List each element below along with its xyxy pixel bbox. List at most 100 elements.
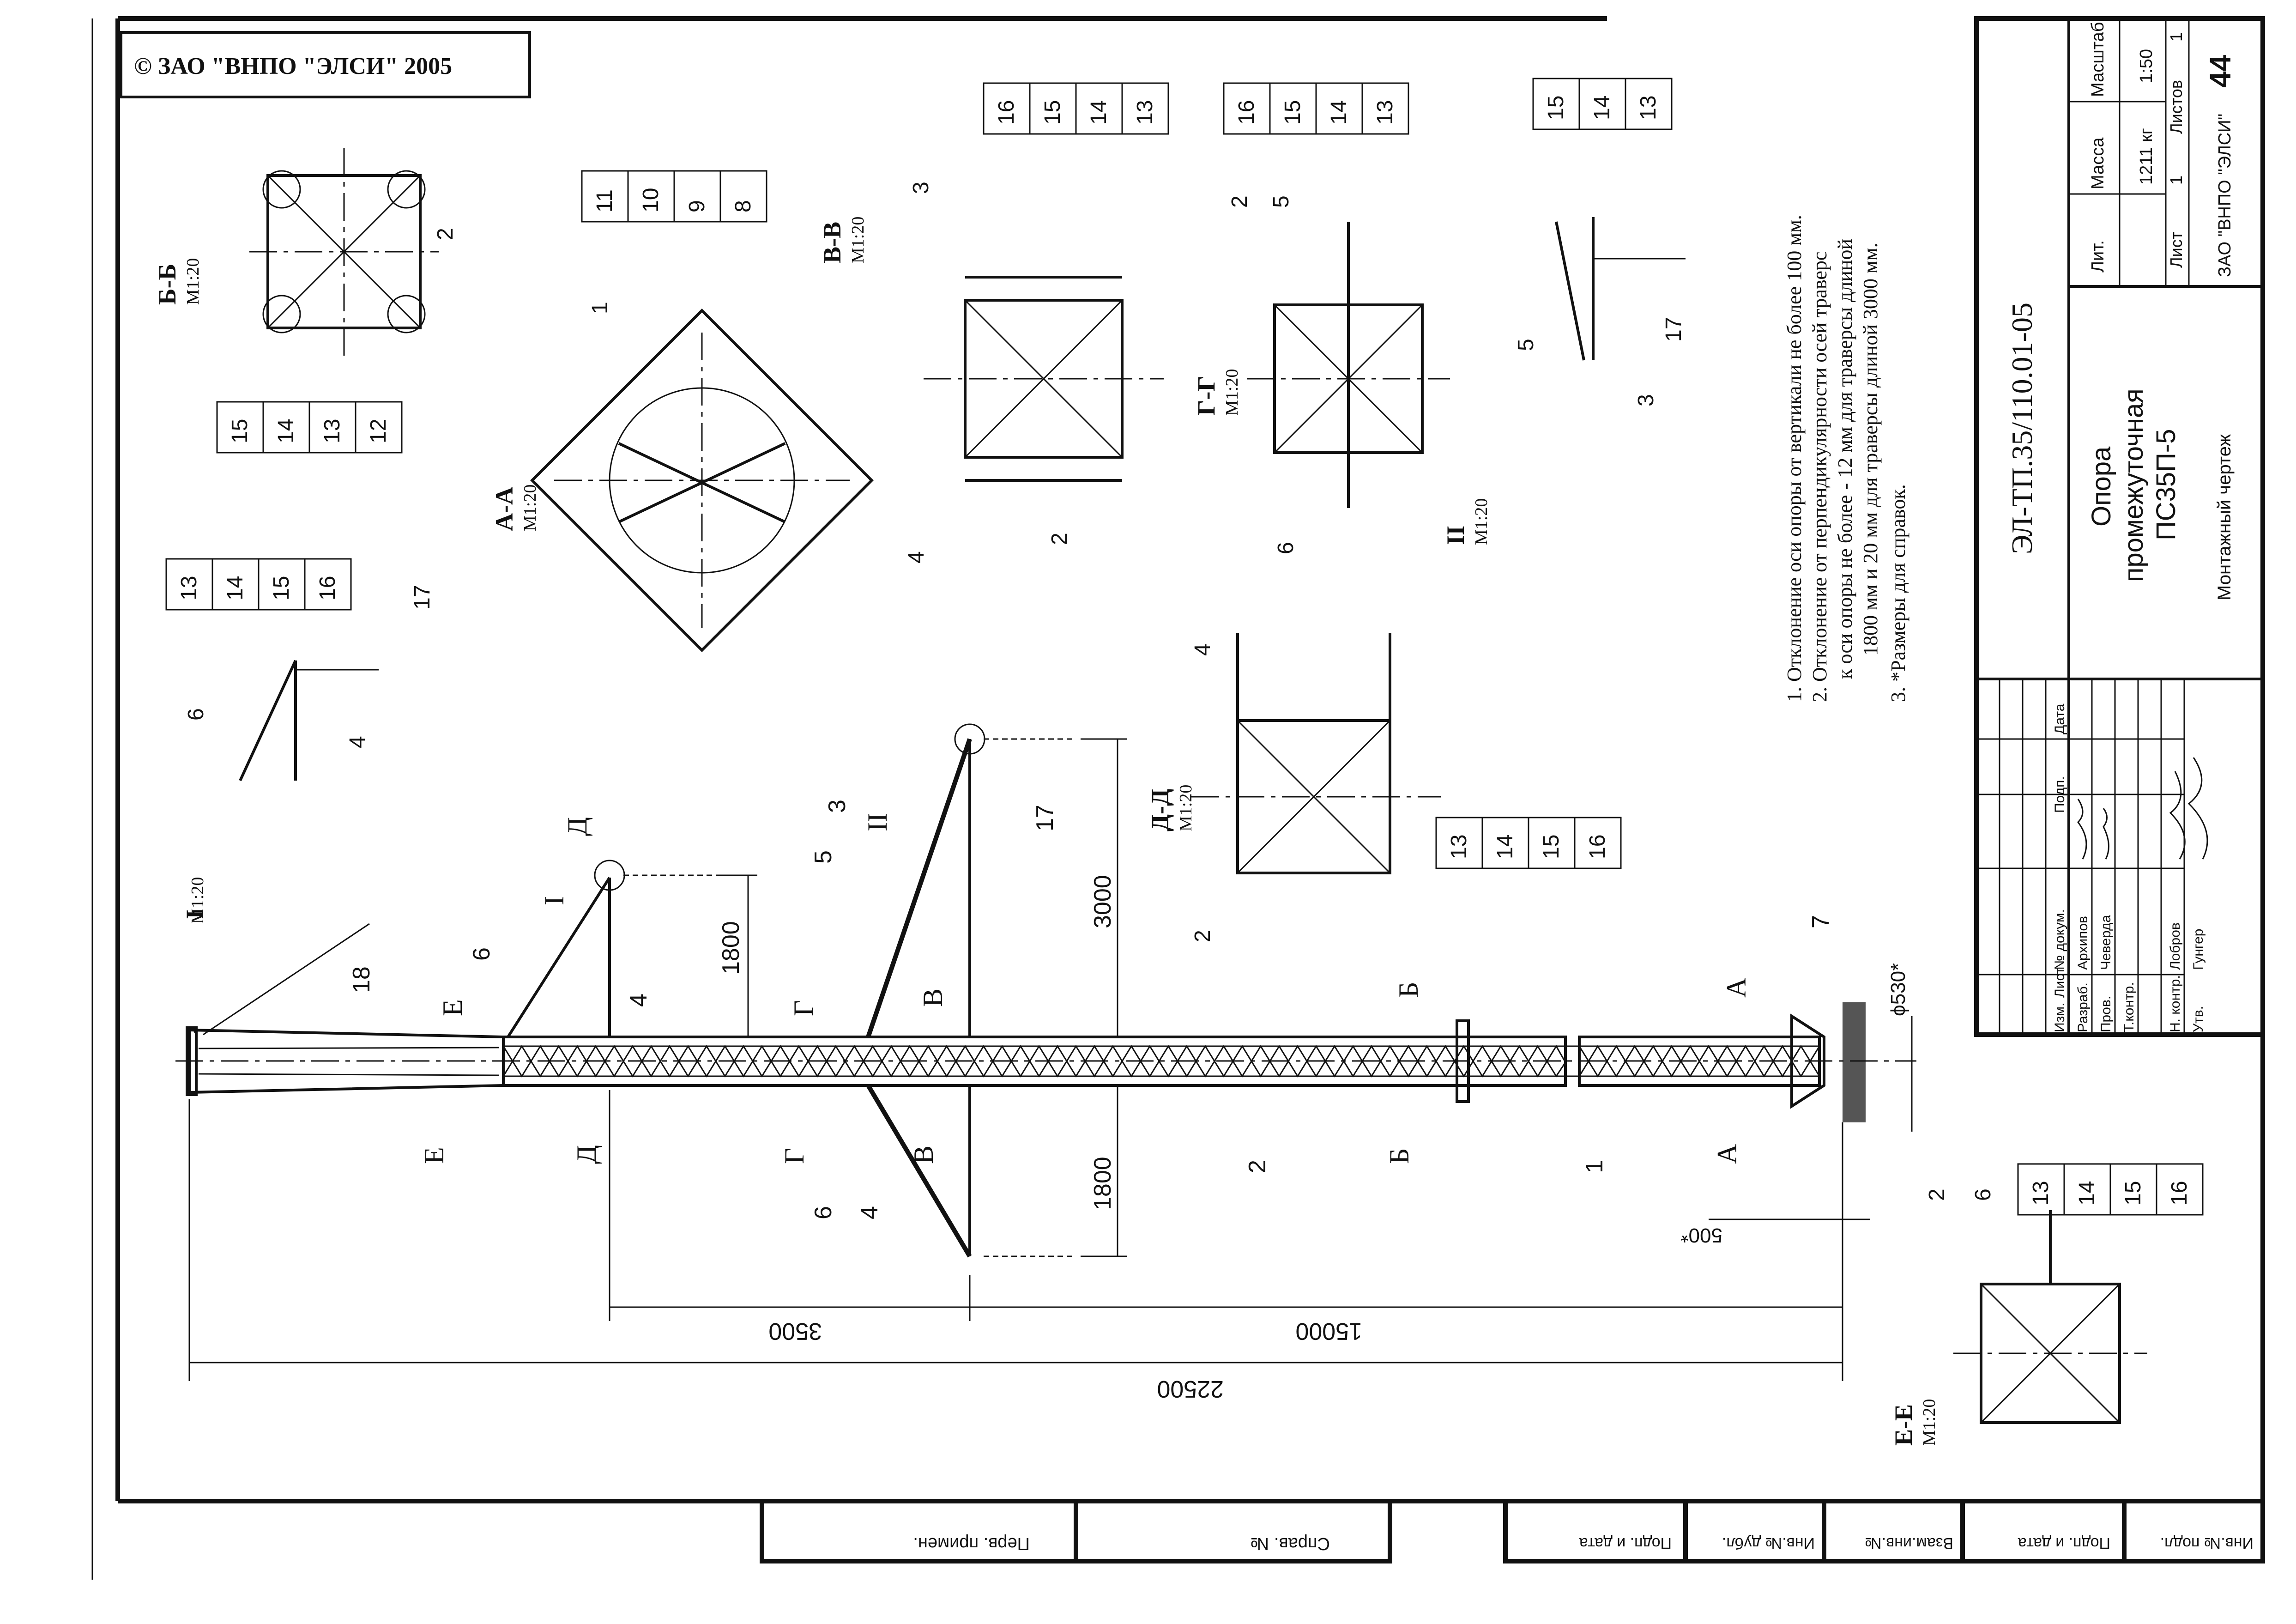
cut-e-top: Е bbox=[437, 999, 468, 1016]
v2-15: 15 bbox=[1544, 96, 1568, 120]
view-i-title: I bbox=[181, 909, 209, 919]
stamp-inv-dubl: Инв.№ дубл. bbox=[1722, 1534, 1815, 1552]
signature-1 bbox=[2077, 799, 2087, 860]
ee-callout-6: 6 bbox=[1971, 1188, 1995, 1201]
section-gg-title: Г-Г bbox=[1192, 376, 1220, 416]
dd-callout-table: 13 14 15 16 bbox=[1435, 817, 1622, 869]
cut-markers: Е Е Д Д Г Г В В Б Б А А bbox=[419, 817, 1752, 1164]
dd-15: 15 bbox=[1539, 835, 1564, 859]
callout-17: 17 bbox=[1032, 805, 1058, 831]
section-ee: Е-Е М1:20 2 6 13 14 15 16 bbox=[1890, 1163, 2204, 1446]
bb-12: 12 bbox=[366, 419, 391, 443]
aa-callout-table: 11 10 9 8 bbox=[581, 170, 767, 223]
section-bb-title: Б-Б bbox=[153, 264, 181, 305]
v2-callout-17: 17 bbox=[1662, 317, 1686, 342]
section-dd-scale: М1:20 bbox=[1176, 785, 1196, 831]
bb-callout-2: 2 bbox=[433, 228, 458, 240]
section-aa: А-А М1:20 1 11 10 9 8 bbox=[490, 170, 874, 652]
view-i-scale: М1:20 bbox=[188, 877, 207, 924]
dim-crossarm-long: 3000 bbox=[1089, 875, 1116, 928]
copyright-box: © ЗАО "ВНПО "ЭЛСИ" 2005 bbox=[120, 31, 531, 98]
tb-sheets-value: 1 bbox=[2167, 32, 2186, 42]
section-ee-title: Е-Е bbox=[1890, 1404, 1917, 1446]
bb-15: 15 bbox=[228, 419, 252, 443]
ee-callout-table: 13 14 15 16 bbox=[2017, 1163, 2204, 1216]
dd-13: 13 bbox=[1447, 835, 1471, 859]
callout-1: 1 bbox=[1581, 1160, 1608, 1173]
tb-col-mass: Масса bbox=[2088, 137, 2108, 189]
vv-callout-table: 16 15 14 13 bbox=[983, 82, 1169, 135]
tb-name-role-5: Лобров bbox=[2168, 922, 2183, 970]
signature-2 bbox=[2103, 808, 2109, 860]
cut-d-bottom: Д bbox=[571, 1145, 602, 1164]
section-gg-scale: М1:20 bbox=[1222, 369, 1242, 416]
ee-callout-2: 2 bbox=[1925, 1188, 1949, 1201]
section-aa-scale: М1:20 bbox=[520, 485, 540, 531]
tb-hdr-sign: Подп. bbox=[2052, 776, 2067, 813]
v1-callout-table: 13 14 15 16 bbox=[165, 558, 352, 611]
stamp-inv-podl: Инв.№ подл. bbox=[2160, 1534, 2254, 1552]
section-vv-title: В-В bbox=[818, 222, 846, 263]
gg-13: 13 bbox=[1373, 100, 1397, 125]
ground-hatch bbox=[1843, 1002, 1866, 1122]
gg-callout-5: 5 bbox=[1269, 195, 1293, 208]
tb-sheet-number: 44 bbox=[2204, 55, 2237, 88]
cut-e-bottom: Е bbox=[419, 1147, 449, 1164]
tb-hdr-izm: Изм. bbox=[2052, 1003, 2067, 1032]
tb-role-3: Т.контр. bbox=[2121, 982, 2137, 1032]
v1-callout-6: 6 bbox=[184, 708, 208, 721]
copyright-text: © ЗАО "ВНПО "ЭЛСИ" 2005 bbox=[134, 53, 452, 79]
v1-callout-4: 4 bbox=[345, 736, 370, 748]
section-gg: Г-Г М1:20 2 5 6 16 15 14 13 II М1:20 bbox=[1192, 82, 1491, 554]
dim-crossarm-short-a: 1800 bbox=[718, 921, 744, 975]
section-vv-scale: М1:20 bbox=[848, 217, 868, 263]
crossarms bbox=[193, 723, 1076, 1258]
v1-13: 13 bbox=[177, 576, 201, 600]
section-vv: В-В М1:20 3 4 2 16 15 14 13 bbox=[818, 82, 1169, 564]
note-2-cont2: 1800 мм и 20 мм для траверсы длиной 3000… bbox=[1859, 242, 1882, 656]
v2-13: 13 bbox=[1636, 96, 1661, 120]
v1-14: 14 bbox=[223, 576, 248, 600]
callout-6-lower: 6 bbox=[810, 1206, 837, 1219]
tb-col-lit: Лит. bbox=[2088, 240, 2108, 273]
callout-7: 7 bbox=[1807, 915, 1834, 928]
dim-diameter: ϕ530* bbox=[1887, 963, 1909, 1016]
signature-4 bbox=[2187, 757, 2208, 860]
gg-callout-6: 6 bbox=[1274, 542, 1298, 554]
dd-16: 16 bbox=[1585, 835, 1610, 859]
v1-15: 15 bbox=[269, 576, 294, 600]
dd-callout-4: 4 bbox=[1190, 643, 1215, 656]
tb-name-role-2: Чеверда bbox=[2098, 915, 2114, 970]
vv-callout-3: 3 bbox=[909, 182, 933, 194]
gg-callout-2: 2 bbox=[1227, 195, 1252, 208]
section-aa-title: А-А bbox=[490, 487, 518, 531]
callout-view-ii: II bbox=[862, 813, 893, 831]
cut-v-bottom: В bbox=[908, 1145, 939, 1164]
tb-role-5: Н. контр. bbox=[2168, 975, 2183, 1032]
section-bb: Б-Б М1:20 2 15 14 13 12 bbox=[153, 148, 458, 454]
tb-sheet-label: Лист bbox=[2167, 232, 2186, 268]
note-3: 3. *Размеры для справок. bbox=[1887, 484, 1909, 702]
stamp-sprav: Справ. № bbox=[1251, 1534, 1330, 1553]
dim-main: 15000 bbox=[1295, 1318, 1362, 1345]
ee-14: 14 bbox=[2075, 1181, 2099, 1206]
title-block: Масштаб Масса Лит. 1:50 1211 кг Листов 1… bbox=[1974, 16, 2265, 1037]
callout-3: 3 bbox=[824, 800, 851, 813]
aa-11: 11 bbox=[592, 189, 617, 212]
vv-16: 16 bbox=[994, 100, 1019, 125]
v2-14: 14 bbox=[1590, 96, 1614, 120]
view-ii-title: II bbox=[1442, 526, 1469, 545]
callout-view-i: I bbox=[539, 896, 569, 905]
vv-15: 15 bbox=[1040, 100, 1065, 125]
ee-16: 16 bbox=[2167, 1181, 2192, 1206]
aa-10: 10 bbox=[639, 188, 663, 212]
gg-callout-table: 16 15 14 13 bbox=[1223, 82, 1409, 135]
section-bb-scale: М1:20 bbox=[183, 258, 203, 305]
callout-4-upper: 4 bbox=[625, 994, 652, 1007]
elevation-callouts: 18 6 I 4 5 3 II 17 6 4 2 1 7 bbox=[203, 800, 1834, 1219]
callout-4-lower: 4 bbox=[856, 1206, 883, 1219]
tb-name-role-1: Архипов bbox=[2075, 916, 2091, 970]
stamp-vzam-inv: Взам.инв.№ bbox=[1865, 1534, 1953, 1552]
gg-14: 14 bbox=[1327, 100, 1351, 125]
v1-16: 16 bbox=[315, 576, 340, 600]
